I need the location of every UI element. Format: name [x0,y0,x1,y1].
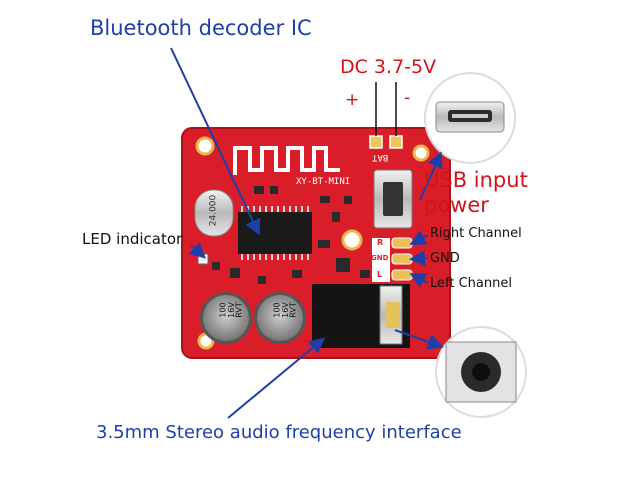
audio-jack-icon [435,326,527,418]
power-pad-minus [389,135,403,149]
mount-hole [341,229,363,251]
pin-gnd-label: GND [371,254,389,262]
label-usb-power-2: power [424,193,489,217]
pin-r-label: R [377,238,384,247]
silkscreen-bat: BAT [372,152,389,162]
capacitor-1 [200,292,252,344]
crystal-label: 24.000 [208,194,219,227]
label-right-channel: Right Channel [430,226,522,241]
channel-pads [372,237,413,282]
label-plus: + [345,90,360,110]
usb-zoom-circle [424,72,516,164]
label-bluetooth-ic: Bluetooth decoder IC [90,16,312,40]
pcb-board [181,127,451,359]
capacitor-1-text-3: RVT [234,302,244,318]
crystal-oscillator [194,189,234,237]
capacitor-2 [254,292,306,344]
usb-port-icon [373,169,413,229]
label-usb-power-1: USB input [424,168,528,192]
label-dc-voltage: DC 3.7-5V [340,56,437,78]
arrow-icon [170,47,444,419]
label-audio-interface: 3.5mm Stereo audio frequency interface [96,422,462,443]
label-minus: - [404,88,411,108]
mount-hole [195,136,215,156]
smd-components [212,186,370,284]
label-left-channel: Left Channel [430,276,512,291]
pin-l-label: L [377,270,383,279]
audio-jack-board [312,284,410,348]
label-led-indicator: LED indicator [82,230,183,248]
mount-hole [412,144,430,162]
capacitor-2-text-3: RVT [288,302,298,318]
antenna-trace [233,146,340,175]
power-pad-plus [369,135,383,149]
silkscreen-model: XY-BT-MINI [296,177,351,187]
power-lead-lines [375,82,397,136]
label-gnd: GND [430,251,460,266]
